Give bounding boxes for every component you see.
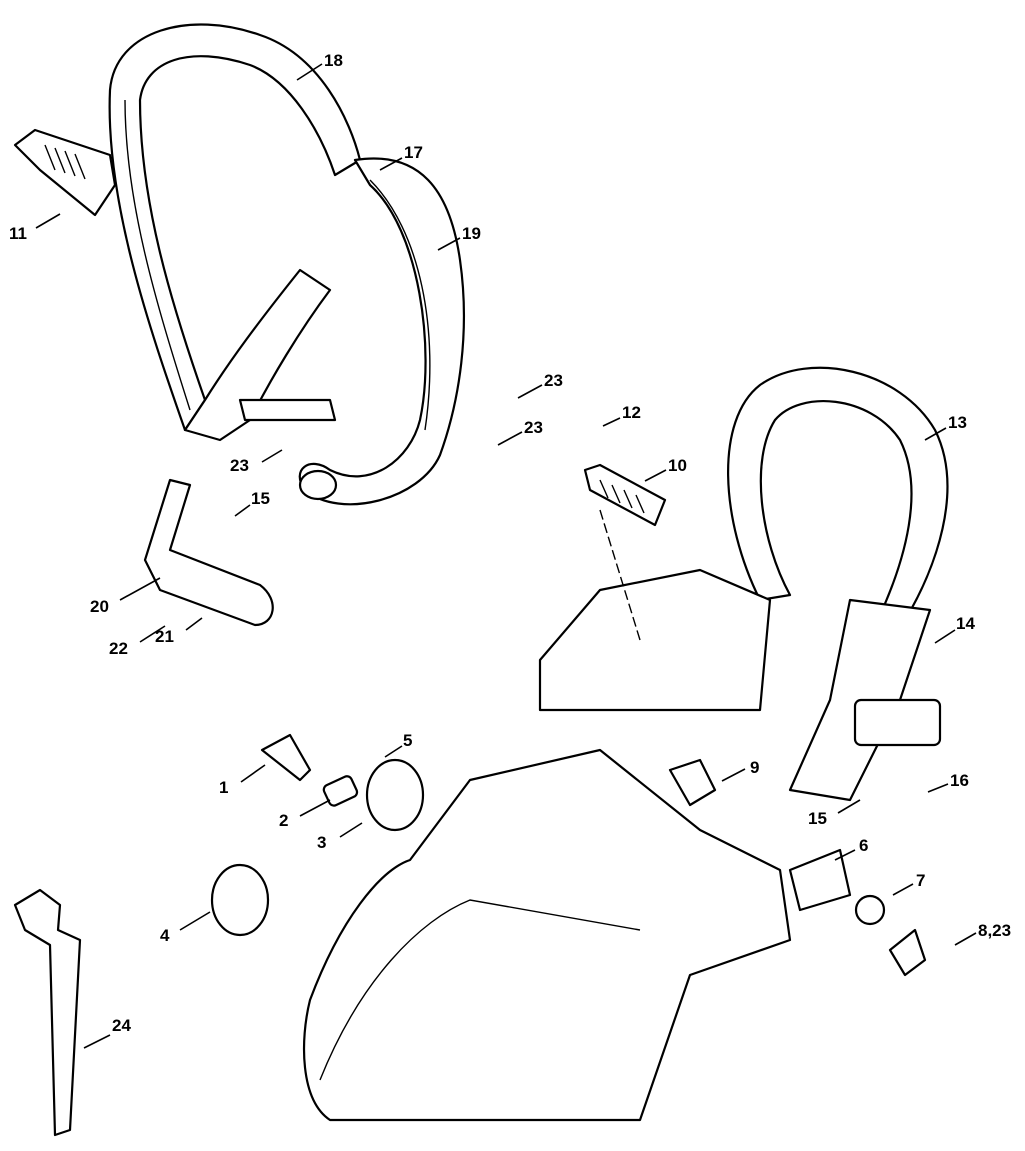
callout-3: 3 [317, 833, 327, 852]
callout-19: 19 [462, 224, 481, 243]
callout-9: 9 [750, 758, 760, 777]
callout-16: 16 [950, 771, 969, 790]
callout-15: 15 [251, 489, 270, 508]
callout-2: 2 [279, 811, 289, 830]
callout-20: 20 [90, 597, 109, 616]
callout-12: 12 [622, 403, 641, 422]
callout-4: 4 [160, 926, 170, 945]
rear-handle [727, 366, 949, 802]
callout-22: 22 [109, 639, 128, 658]
callout-7: 7 [916, 871, 926, 890]
callout-24: 24 [112, 1016, 131, 1035]
callout-10: 10 [668, 456, 687, 475]
callout-13: 13 [948, 413, 967, 432]
callout-18: 18 [324, 51, 343, 70]
engine-housing [302, 748, 792, 1122]
anti-vibration-spring-11 [13, 128, 117, 217]
callout-23: 23 [524, 418, 543, 437]
small-parts [13, 733, 927, 1137]
front-handlebar [108, 23, 466, 506]
callout-8-23: 8,23 [978, 921, 1012, 940]
engine-detail [538, 463, 772, 712]
callout-21: 21 [155, 627, 174, 646]
callout-23: 23 [544, 371, 563, 390]
callout-11: 11 [9, 224, 27, 243]
callout-15: 15 [808, 809, 827, 828]
bracket-20 [143, 478, 274, 627]
callout-1: 1 [219, 778, 229, 797]
leader-lines [35, 63, 977, 1049]
callout-17: 17 [404, 143, 423, 162]
callout-5: 5 [403, 731, 413, 750]
callout-14: 14 [956, 614, 975, 633]
callout-23: 23 [230, 456, 249, 475]
callout-6: 6 [859, 836, 869, 855]
